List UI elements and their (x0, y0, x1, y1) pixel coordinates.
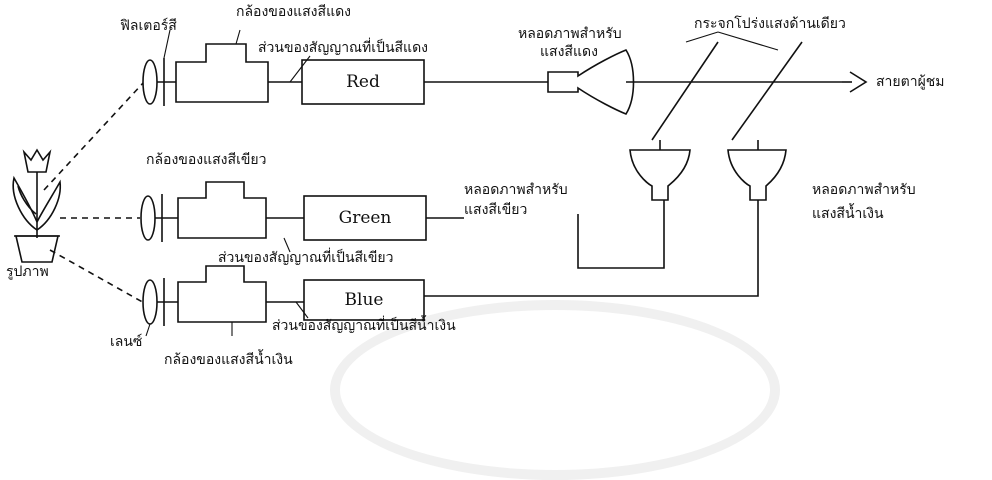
label-blue-tube-2: แสงสีน้ำเงิน (812, 206, 884, 222)
mirror-2 (731, 41, 803, 141)
blue-picture-tube-group (424, 140, 787, 297)
blue-lens (142, 279, 158, 325)
red-module (301, 59, 425, 105)
label-green-camera: กล้องของแสงสีเขียว (146, 152, 267, 168)
viewer-eye-icon (842, 71, 868, 93)
label-blue-signal: ส่วนของสัญญาณที่เป็นสีน้ำเงิน (272, 318, 456, 334)
ray-red (43, 81, 145, 191)
red-module-label: Red (346, 72, 380, 92)
color-tv-diagram (12, 29, 868, 337)
ray-blue (49, 249, 147, 305)
label-viewer: สายตาผู้ชม (876, 74, 945, 90)
red-channel (142, 43, 842, 115)
label-red-camera: กล้องของแสงสีแดง (236, 4, 352, 20)
blue-channel (142, 265, 425, 326)
green-picture-tube (629, 149, 691, 201)
red-camera (175, 43, 269, 103)
blue-module-label: Blue (344, 290, 384, 310)
label-mirror: กระจกโปร่งแสงด้านเดียว (694, 16, 846, 32)
label-green-signal: ส่วนของสัญญาณที่เป็นสีเขียว (218, 250, 394, 266)
label-blue-tube: หลอดภาพสำหรับ (812, 182, 916, 198)
red-picture-tube (547, 49, 635, 115)
label-green-tube-2: แสงสีเขียว (464, 202, 528, 218)
label-blue-camera: กล้องของแสงสีน้ำเงิน (164, 352, 293, 368)
green-channel (140, 140, 691, 269)
green-lens (140, 195, 156, 241)
label-picture: รูปภาพ (6, 264, 49, 280)
label-lens: เลนซ์ (110, 334, 143, 350)
blue-picture-tube (727, 149, 787, 201)
label-red-tube: หลอดภาพสำหรับ (518, 26, 622, 42)
blue-camera (177, 265, 267, 323)
label-green-tube: หลอดภาพสำหรับ (464, 182, 568, 198)
green-module-label: Green (338, 208, 392, 228)
blue-module (303, 279, 425, 321)
mirror-1 (651, 41, 719, 141)
label-red-signal: ส่วนของสัญญาณที่เป็นสีแดง (258, 40, 429, 56)
label-red-tube-2: แสงสีแดง (540, 44, 598, 60)
label-color-filter: ฟิลเตอร์สี (120, 18, 177, 34)
flower-picture (12, 148, 62, 263)
red-lens (142, 59, 158, 105)
green-camera (177, 181, 267, 239)
